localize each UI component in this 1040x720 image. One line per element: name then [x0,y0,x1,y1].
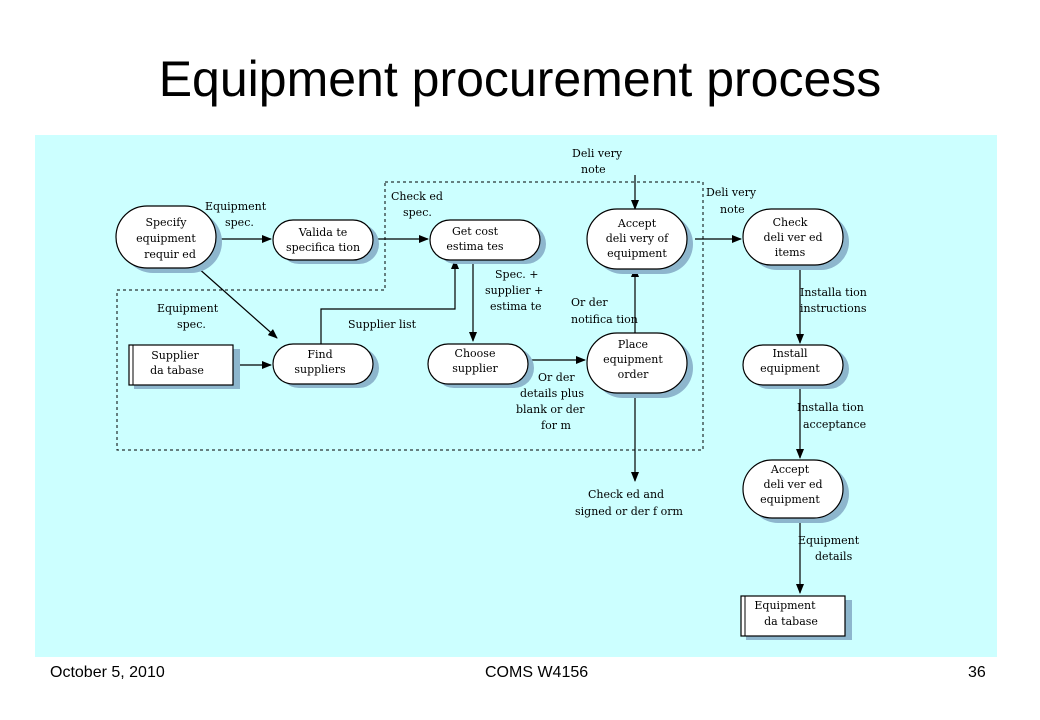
process-choose-supplier: Choose supplier [427,343,534,388]
process-choose-supplier-line-1: Choose [455,347,496,360]
diagram-panel: Specify equipment requir ed Valida te speci… [35,135,997,657]
footer-course: COMS W4156 [485,664,589,681]
process-specify-line-2: equipment [136,232,196,245]
store-equipment-database-line-1: Equipment [754,599,816,612]
flow-label-spec-supplier-estimate: Spec. +supplier +estima te [485,268,543,313]
process-check-items-line-1: Check [773,216,808,229]
flow-lines [196,175,804,594]
process-check-items: Check deli ver ed items [742,208,849,270]
store-supplier-database-line-1: Supplier [151,349,199,362]
procurement-diagram: Specify equipment requir ed Valida te speci… [115,147,867,640]
system-boundary [116,181,704,451]
process-accept-installed: Accept deli ver ed equipment [742,459,849,523]
process-place-order-line-1: Place [618,338,648,351]
flow-label-supplier-list: Supplier list [348,318,417,331]
process-find-suppliers-line-2: suppliers [294,363,346,376]
slide-title: Equipment procurement process [158,51,882,107]
store-supplier-database: Supplier da tabase [128,344,240,389]
process-place-order-line-3: order [618,368,649,381]
process-specify-line-3: requir ed [144,248,196,261]
process-check-items-line-2: deli ver ed [763,231,822,244]
process-get-cost-line-1: Get cost [452,225,499,238]
store-equipment-database: Equipment da tabase [740,595,852,640]
flow-find-to-getcost [320,259,459,346]
process-choose-supplier-line-2: supplier [452,362,498,375]
process-place-order: Place equipment order [586,332,693,398]
process-validate-line-1: Valida te [298,226,348,239]
process-accept-delivery-line-2: deli very of [606,232,669,245]
process-get-cost-line-2: estima tes [446,240,504,253]
store-equipment-database-line-2: da tabase [764,615,818,628]
footer-page-number: 36 [968,664,986,681]
process-install-line-2: equipment [760,362,820,375]
process-validate-line-2: specifica tion [286,241,360,254]
flow-specify-to-find [196,266,278,339]
process-accept-delivery-line-1: Accept [617,217,657,230]
process-install-line-1: Install [772,347,808,360]
process-place-order-line-2: equipment [603,353,663,366]
process-specify: Specify equipment requir ed [115,205,222,273]
process-find-suppliers-line-1: Find [307,348,332,361]
process-accept-installed-line-1: Accept [770,463,810,476]
store-supplier-database-line-2: da tabase [150,364,204,377]
process-accept-delivery: Accept deli very of equipment [586,208,693,274]
process-accept-installed-line-2: deli ver ed [763,478,822,491]
process-specify-line-1: Specify [145,216,187,229]
process-get-cost: Get cost estima tes [429,219,546,264]
process-validate: Valida te specifica tion [272,219,379,264]
footer-date: October 5, 2010 [50,664,165,681]
process-find-suppliers: Find suppliers [272,343,379,388]
process-check-items-line-3: items [775,246,806,259]
process-accept-installed-line-3: equipment [760,493,820,506]
process-accept-delivery-line-3: equipment [607,247,667,260]
process-install: Install equipment [742,344,849,389]
